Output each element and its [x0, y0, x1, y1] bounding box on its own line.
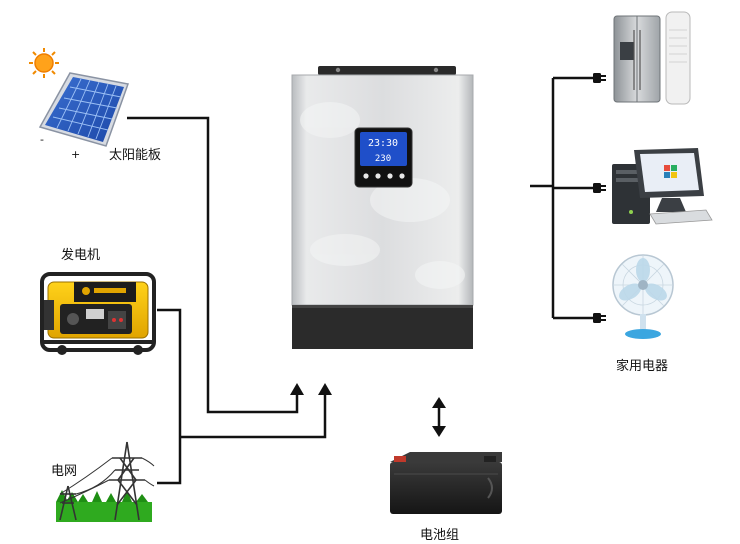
- inverter-icon: [291, 66, 474, 349]
- computer-plug-icon: [593, 183, 606, 193]
- inverter-lcd-screen: [360, 132, 407, 166]
- battery-icon: [390, 452, 502, 514]
- grid-generator-bus-wire: [180, 392, 327, 439]
- sun-icon: [29, 48, 59, 78]
- wires: [127, 76, 595, 485]
- solar-arrow-head: [290, 383, 304, 395]
- inverter-buttons: [363, 173, 405, 179]
- battery-bidirectional-arrow-icon: [432, 397, 446, 437]
- electric-fan-icon: [612, 254, 674, 339]
- solar-panel-label: 太阳能板: [109, 148, 162, 163]
- power-grid-icon: [56, 441, 155, 522]
- generator-icon: [40, 272, 156, 355]
- grid-arrow-head: [318, 383, 332, 395]
- solar-wire: [127, 116, 299, 414]
- air-conditioner-icon: [665, 11, 691, 105]
- refrigerator-icon: [613, 15, 661, 103]
- grid-label: 电网: [51, 464, 78, 479]
- fan-plug-icon: [593, 313, 606, 323]
- windows-logo-icon: [664, 165, 677, 178]
- fridge-plug-icon: [593, 73, 606, 83]
- solar-panel-icon: [38, 72, 129, 147]
- inverter-lcd-top-reading: 23:30: [368, 138, 398, 149]
- solar-plus-terminal-label: +: [71, 148, 81, 161]
- generator-label: 发电机: [61, 248, 101, 263]
- inverter-lcd-bottom-reading: 230: [375, 154, 391, 164]
- generator-wire: [157, 308, 182, 485]
- battery-bank-label: 电池组: [420, 528, 460, 543]
- computer-icon: [612, 148, 713, 225]
- household-appliances-label: 家用电器: [616, 359, 669, 374]
- plug-icons: [593, 73, 606, 323]
- solar-minus-terminal-label: -: [40, 133, 44, 146]
